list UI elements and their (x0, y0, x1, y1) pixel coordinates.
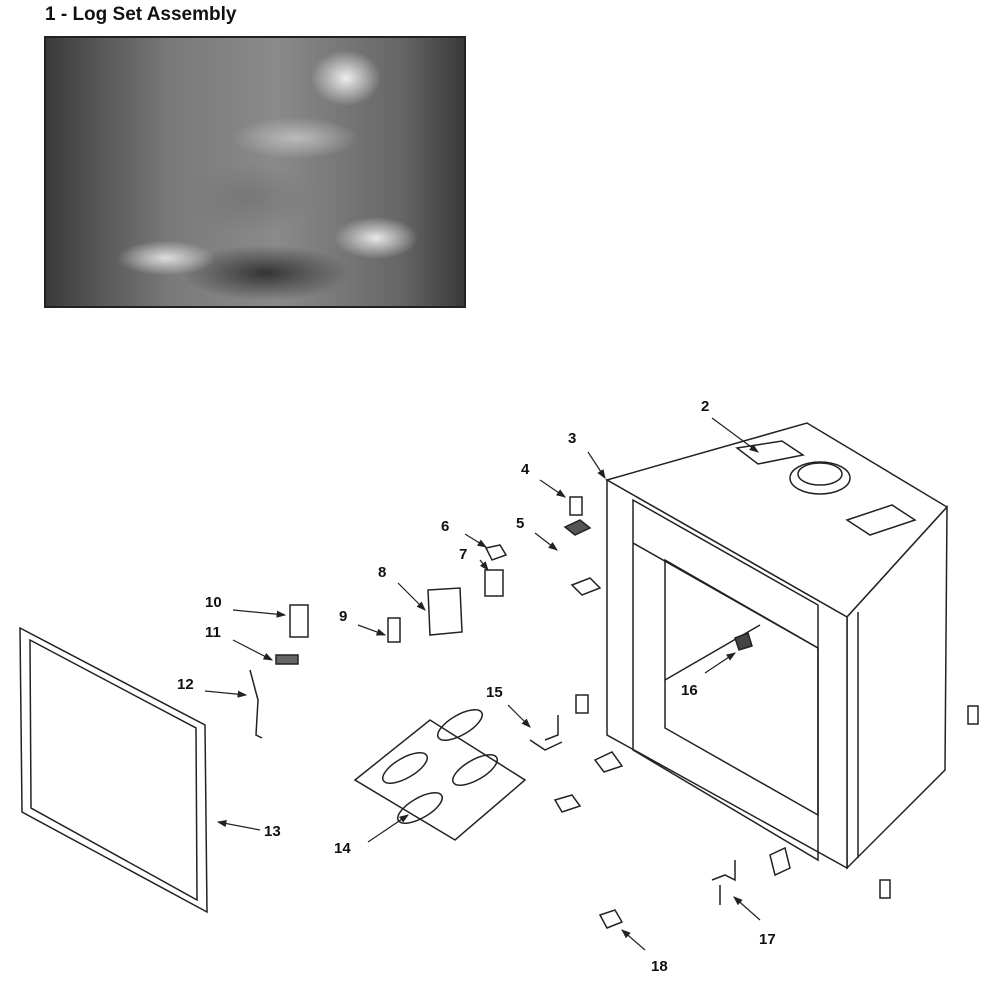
callout-10: 10 (205, 594, 222, 611)
callout-14: 14 (334, 840, 351, 857)
callout-2: 2 (701, 398, 710, 415)
log-set-photo (44, 36, 466, 308)
callout-6: 6 (441, 518, 450, 535)
small-parts (249, 496, 979, 929)
glass-door (19, 626, 208, 914)
callout-13: 13 (264, 823, 281, 840)
callout-18: 18 (651, 958, 668, 975)
callout-5: 5 (516, 515, 525, 532)
callout-11: 11 (205, 624, 221, 641)
leader-arrows (204, 417, 761, 951)
log-set-title: 1 - Log Set Assembly (45, 4, 237, 25)
callout-16: 16 (681, 682, 698, 699)
callout-17: 17 (759, 931, 776, 948)
callout-12: 12 (177, 676, 194, 693)
callout-4: 4 (521, 461, 530, 478)
callout-15: 15 (486, 684, 503, 701)
callout-3: 3 (568, 430, 577, 447)
burner-tray (353, 709, 527, 841)
firebox (605, 422, 949, 870)
callout-7: 7 (459, 546, 468, 563)
callout-8: 8 (378, 564, 387, 581)
top-plate (735, 440, 805, 465)
callout-9: 9 (339, 608, 348, 625)
